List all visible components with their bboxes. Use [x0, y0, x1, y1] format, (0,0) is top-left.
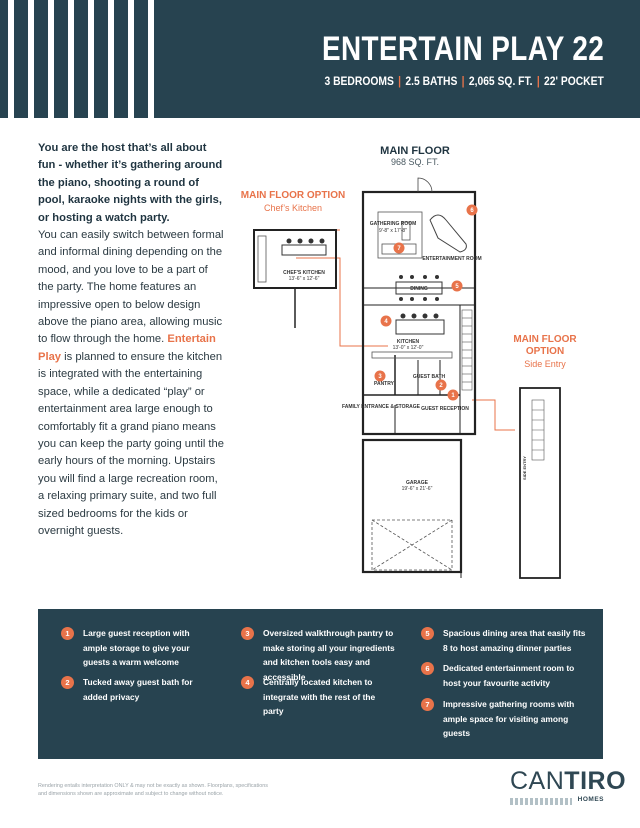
main-stairs	[461, 309, 473, 391]
features-panel: 1 Large guest reception with ample stora…	[38, 609, 603, 759]
label-chefs-kitchen: CHEF'S KITCHEN	[283, 270, 325, 276]
feature-item: 7 Impressive gathering rooms with ample …	[421, 697, 586, 741]
entry-option-title-2: OPTION	[525, 346, 565, 357]
marker-1	[447, 389, 459, 401]
feature-item: 1 Large guest reception with ample stora…	[61, 626, 211, 670]
marker-5-label: 5	[455, 284, 459, 290]
label-pantry: PANTRY	[374, 381, 395, 387]
label-garage-dim: 19'-6" x 21'-6"	[402, 486, 433, 492]
kitchen-option-label: MAIN FLOOR OPTION Chef’s Kitchen	[238, 190, 348, 214]
kitchen-island	[371, 313, 453, 359]
spec-bedrooms: 3 BEDROOMS	[324, 74, 395, 88]
plan-title-main: MAIN FLOOR	[380, 145, 450, 157]
label-garage: GARAGE	[406, 480, 429, 486]
brand-logo: CANTIRO HOMES	[510, 767, 626, 808]
label-entertainment: ENTERTAINMENT ROOM	[422, 256, 481, 262]
spec-baths: 2.5 BATHS	[405, 74, 458, 88]
feature-text: Spacious dining area that easily fits 8 …	[443, 628, 586, 653]
label-guest-reception: GUEST RECEPTION	[421, 406, 469, 412]
label-family-entrance: FAMILY ENTRANCE & STORAGE	[342, 404, 421, 410]
entry-option-title-1: MAIN FLOOR	[513, 334, 577, 345]
label-guest-bath: GUEST BATH	[413, 374, 446, 380]
home-specs: 3 BEDROOMS|2.5 BATHS|2,065 SQ. FT.|22' P…	[324, 74, 604, 88]
logo-wordmark: CANTIRO	[510, 767, 626, 795]
header-banner: ENTERTAIN PLAY 22 3 BEDROOMS|2.5 BATHS|2…	[0, 0, 640, 118]
feature-number: 7	[421, 698, 434, 711]
entry-option-label: MAIN FLOOR OPTION Side Entry	[505, 334, 585, 370]
intro-body: You can easily switch between formal and…	[38, 227, 226, 540]
label-kitchen-dim: 13'-0" x 12'-0"	[393, 345, 424, 351]
feature-text: Dedicated entertainment room to host you…	[443, 663, 575, 688]
chefs-kitchen-plan	[253, 229, 337, 328]
plan-title-area: 968 SQ. FT.	[390, 157, 440, 167]
entry-option-subtitle: Side Entry	[524, 359, 566, 369]
intro-text: You are the host that’s all about fun - …	[38, 140, 226, 540]
garage	[361, 438, 463, 578]
label-dining: DINING	[410, 286, 428, 292]
marker-3	[374, 370, 386, 382]
marker-2-label: 2	[439, 383, 443, 389]
feature-text: Large guest reception with ample storage…	[83, 628, 190, 667]
intro-body-2: is planned to ensure the kitchen is inte…	[38, 350, 224, 537]
feature-text: Tucked away guest bath for added privacy	[83, 677, 193, 702]
feature-number: 4	[241, 676, 254, 689]
marker-4	[380, 315, 392, 327]
marker-6	[466, 204, 478, 216]
feature-number: 5	[421, 627, 434, 640]
side-entry-plan	[519, 387, 561, 579]
label-chefs-kitchen-dim: 13'-6" x 12'-6"	[289, 276, 320, 282]
marker-7	[393, 242, 405, 254]
kitchen-option-title: MAIN FLOOR OPTION	[240, 190, 346, 201]
spec-area: 2,065 SQ. FT.	[469, 74, 533, 88]
house-outline	[361, 190, 477, 436]
feature-text: Centrally located kitchen to integrate w…	[263, 677, 376, 716]
feature-item: 2 Tucked away guest bath for added priva…	[61, 675, 211, 704]
feature-item: 5 Spacious dining area that easily fits …	[421, 626, 586, 655]
decorative-stripes	[0, 0, 165, 118]
intro-highlight: Entertain Play	[38, 333, 216, 363]
label-kitchen: KITCHEN	[397, 339, 420, 345]
intro-body-1: You can easily switch between formal and…	[38, 229, 224, 346]
logo-lines	[510, 798, 572, 805]
label-gathering: GATHERING ROOM	[370, 221, 417, 227]
feature-item: 3 Oversized walkthrough pantry to make s…	[241, 626, 403, 684]
logo-sub: HOMES	[577, 796, 604, 803]
feature-text: Oversized walkthrough pantry to make sto…	[263, 628, 395, 682]
piano	[429, 214, 467, 253]
marker-5	[451, 280, 463, 292]
feature-number: 1	[61, 627, 74, 640]
feature-number: 6	[421, 662, 434, 675]
plan-title: MAIN FLOOR 968 SQ. FT.	[360, 145, 470, 167]
marker-7-label: 7	[397, 246, 401, 252]
intro-lead: You are the host that’s all about fun - …	[38, 142, 223, 224]
entry-option-connector	[472, 399, 515, 431]
marker-4-label: 4	[384, 319, 388, 325]
logo-bold: TIRO	[564, 767, 627, 795]
feature-number: 2	[61, 676, 74, 689]
spec-pocket: 22' POCKET	[544, 74, 604, 88]
dining-table	[395, 275, 443, 301]
disclaimer: Rendering entails interpretation ONLY & …	[38, 783, 268, 797]
logo-light: CAN	[510, 767, 565, 795]
marker-2	[435, 379, 447, 391]
marker-6-label: 6	[470, 208, 474, 214]
feature-item: 6 Dedicated entertainment room to host y…	[421, 661, 586, 690]
marker-3-label: 3	[378, 374, 382, 380]
feature-text: Impressive gathering rooms with ample sp…	[443, 699, 575, 738]
kitchen-option-subtitle: Chef’s Kitchen	[263, 203, 323, 213]
label-gathering-dim: 9'-8" x 17'-8"	[379, 228, 407, 234]
label-side-entry: SIDE ENTRY	[522, 456, 527, 480]
feature-number: 3	[241, 627, 254, 640]
marker-1-label: 1	[451, 393, 455, 399]
feature-item: 4 Centrally located kitchen to integrate…	[241, 675, 391, 719]
page-title: ENTERTAIN PLAY 22	[321, 30, 604, 68]
